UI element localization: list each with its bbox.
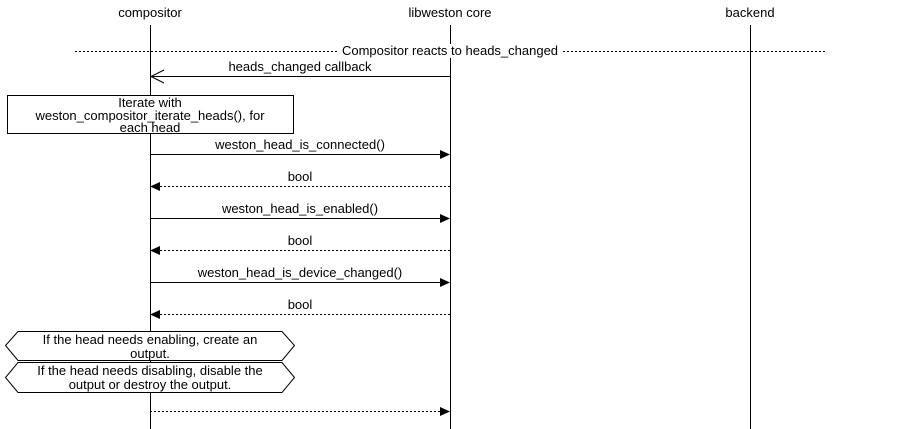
- condition-hexagon-enable: [4, 331, 296, 361]
- note-box: [7, 95, 294, 134]
- message-label-weston-head-is-connected: weston_head_is_connected(): [215, 137, 385, 152]
- actor-label-compositor: compositor: [118, 5, 182, 20]
- open-arrowhead-icon: [149, 69, 165, 84]
- filled-arrowhead-icon: [440, 150, 450, 159]
- message-label-bool-2: bool: [287, 233, 313, 248]
- condition-line: output.: [130, 345, 170, 361]
- divider-label: Compositor reacts to heads_changed: [338, 44, 562, 58]
- filled-arrowhead-icon: [150, 310, 160, 319]
- note-box-line: Iterate with: [118, 95, 182, 110]
- actor-label-libweston-core: libweston core: [408, 5, 492, 20]
- condition-line: If the head needs enabling, create an: [42, 332, 258, 347]
- note-box-line: weston_compositor_iterate_heads(), for: [35, 107, 265, 123]
- filled-arrowhead-icon: [440, 214, 450, 223]
- note-box-line: each head: [119, 120, 181, 135]
- filled-arrowhead-icon: [150, 182, 160, 191]
- condition-enable-text: If the head needs enabling, create an ou…: [5, 333, 295, 360]
- actor-label-backend: backend: [725, 5, 775, 20]
- filled-arrowhead-icon: [150, 246, 160, 255]
- filled-arrowhead-icon: [440, 278, 450, 287]
- message-label-bool-1: bool: [287, 169, 313, 184]
- filled-arrowhead-icon: [440, 407, 450, 416]
- condition-line: output or destroy the output.: [68, 376, 232, 392]
- message-label-weston-head-is-device-changed: weston_head_is_device_changed(): [197, 265, 403, 280]
- condition-disable-text: If the head needs disabling, disable the…: [5, 364, 295, 391]
- message-label-bool-3: bool: [287, 297, 313, 312]
- condition-line: If the head needs disabling, disable the: [37, 363, 263, 378]
- message-label-heads-changed-callback: heads_changed callback: [228, 59, 372, 74]
- note-box-text: Iterate with weston_compositor_iterate_h…: [7, 95, 293, 135]
- divider: Compositor reacts to heads_changed: [150, 44, 750, 58]
- message-label-weston-head-is-enabled: weston_head_is_enabled(): [221, 201, 379, 216]
- condition-hexagon-disable: [4, 362, 296, 393]
